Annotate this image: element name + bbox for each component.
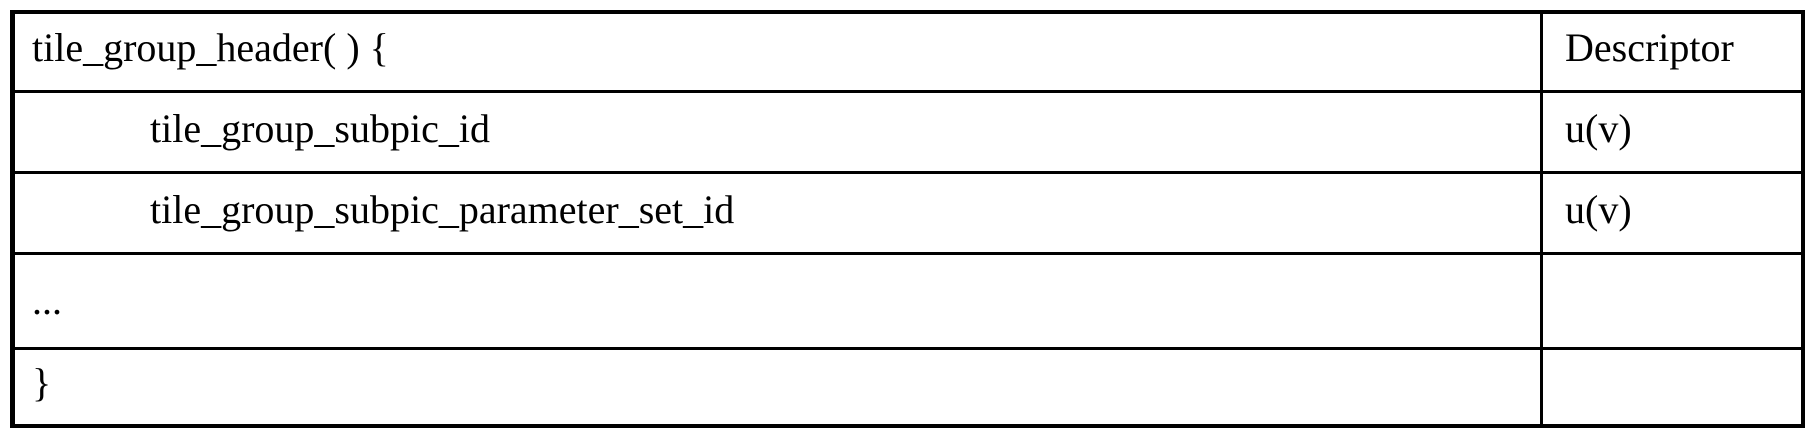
- table-row: tile_group_subpic_id u(v): [10, 89, 1805, 174]
- table-row: tile_group_header( ) { Descriptor: [10, 9, 1805, 93]
- descriptor-cell: u(v): [1540, 170, 1805, 255]
- table-row: ...: [10, 251, 1805, 350]
- syntax-table: tile_group_header( ) { Descriptor tile_g…: [10, 9, 1805, 428]
- syntax-table-body: tile_group_header( ) { Descriptor tile_g…: [10, 9, 1805, 428]
- descriptor-text: [1543, 255, 1801, 281]
- syntax-cell: tile_group_header( ) {: [10, 9, 1543, 93]
- descriptor-text: u(v): [1565, 186, 1632, 232]
- descriptor-cell: u(v): [1540, 89, 1805, 174]
- table-row: }: [10, 346, 1805, 428]
- syntax-table-container: tile_group_header( ) { Descriptor tile_g…: [10, 9, 1805, 428]
- syntax-cell: ...: [10, 251, 1543, 350]
- descriptor-cell: [1540, 346, 1805, 428]
- descriptor-text: u(v): [1565, 105, 1632, 151]
- descriptor-header-text: Descriptor: [1565, 25, 1734, 70]
- descriptor-header-cell: Descriptor: [1540, 9, 1805, 93]
- descriptor-text: [1543, 350, 1801, 363]
- syntax-text: tile_group_subpic_parameter_set_id: [150, 186, 735, 232]
- descriptor-cell: [1540, 251, 1805, 350]
- syntax-cell: tile_group_subpic_id: [10, 89, 1543, 174]
- table-row: tile_group_subpic_parameter_set_id u(v): [10, 170, 1805, 255]
- syntax-text: tile_group_subpic_id: [150, 105, 490, 151]
- syntax-ellipsis-text: ...: [32, 277, 62, 323]
- syntax-cell: tile_group_subpic_parameter_set_id: [10, 170, 1543, 255]
- syntax-text: tile_group_header( ) {: [32, 25, 389, 70]
- syntax-closing-brace-text: }: [32, 359, 52, 405]
- syntax-cell: }: [10, 346, 1543, 428]
